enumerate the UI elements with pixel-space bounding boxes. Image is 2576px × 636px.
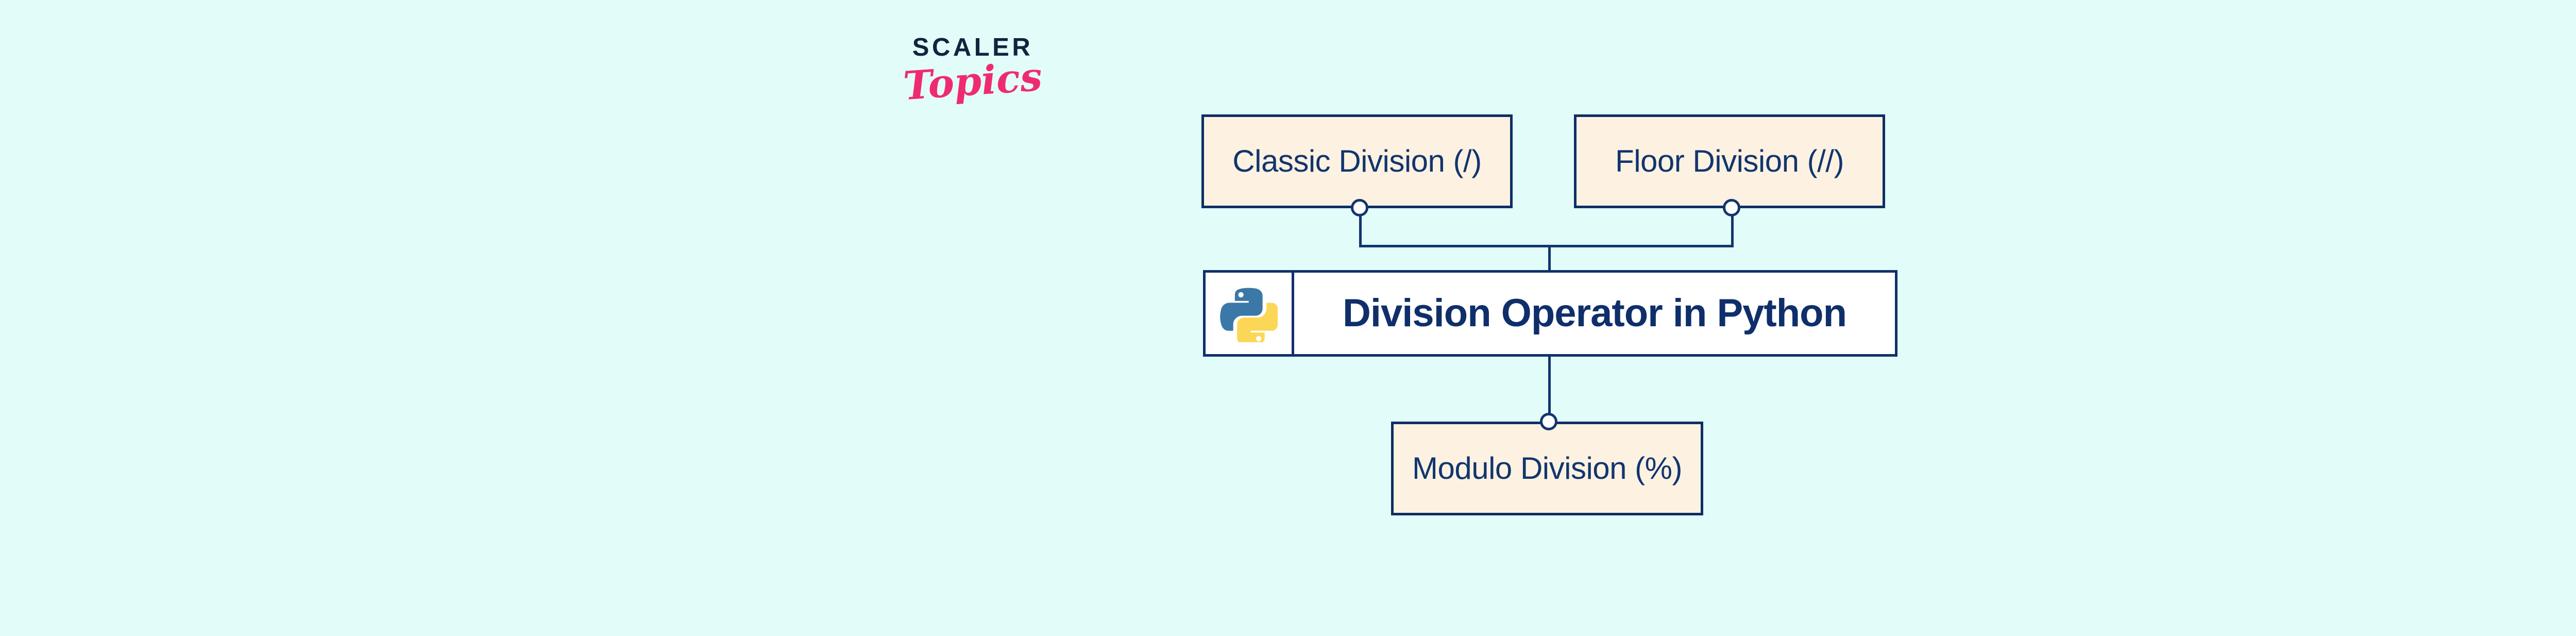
python-logo-icon (1219, 288, 1278, 342)
connector-dot-classic (1351, 199, 1368, 216)
node-modulo-division[interactable]: Modulo Division (%) (1391, 422, 1708, 520)
node-classic-division-label: Classic Division (/) (1232, 144, 1482, 178)
node-floor-division-label: Floor Division (//) (1615, 144, 1844, 178)
connector-line-horizontal-join (1359, 245, 1734, 247)
connector-line-drop-to-main (1548, 245, 1551, 273)
node-division-operator-main[interactable]: Division Operator in Python (1203, 270, 1902, 361)
connector-dot-floor (1723, 199, 1740, 216)
connector-line-floor-vertical (1731, 208, 1734, 246)
connector-line-main-to-modulo (1548, 355, 1551, 420)
node-classic-division[interactable]: Classic Division (/) (1201, 114, 1517, 213)
connector-dot-modulo (1540, 413, 1557, 430)
brand-script-text: Topics (902, 53, 1044, 109)
scaler-topics-logo: SCALER Topics (885, 35, 1060, 138)
brand-wordmark-text: SCALER (912, 34, 1033, 61)
node-floor-division[interactable]: Floor Division (//) (1574, 114, 1890, 213)
connector-line-classic-vertical (1359, 208, 1362, 246)
python-logo-cell (1206, 273, 1294, 354)
node-modulo-division-label: Modulo Division (%) (1412, 451, 1683, 486)
main-title-cell: Division Operator in Python (1294, 273, 1895, 354)
main-title-text: Division Operator in Python (1343, 291, 1847, 335)
